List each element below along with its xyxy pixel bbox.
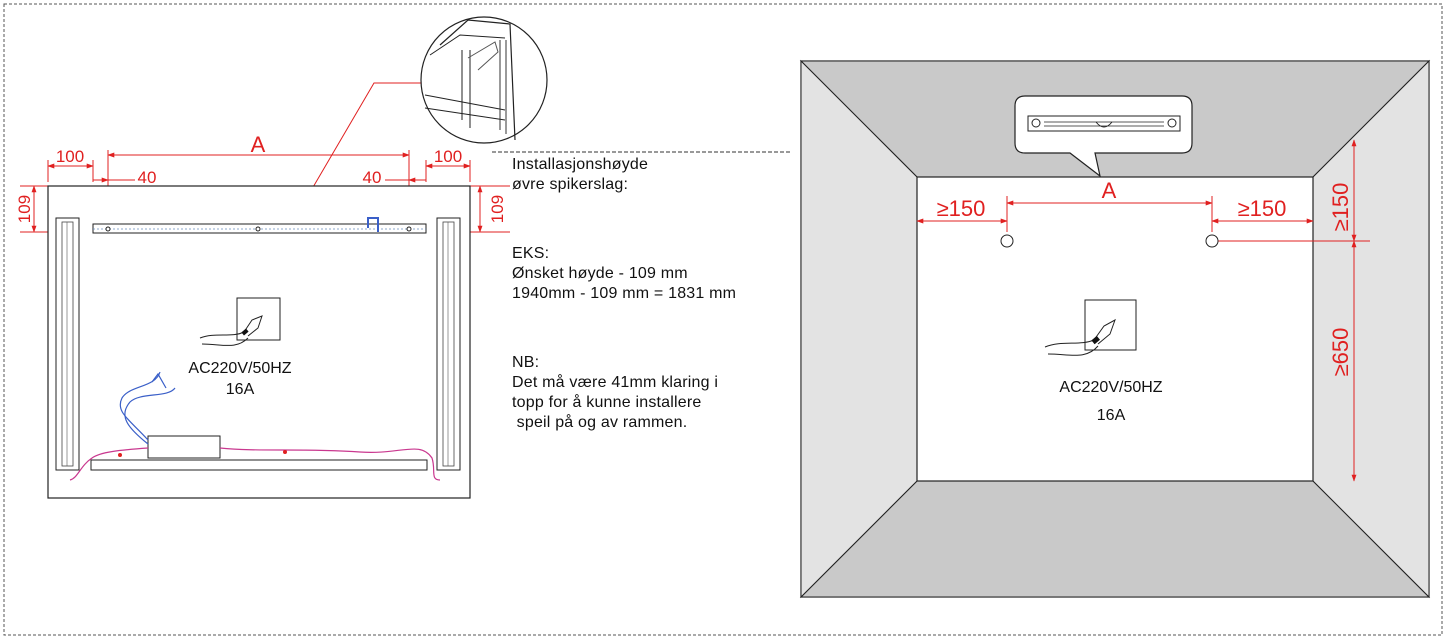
notes-nb-label: NB:	[512, 354, 540, 371]
notes-heading-line-1: Installasjonshøyde	[512, 156, 649, 173]
right-outlet-amp-label: 16A	[1097, 407, 1126, 424]
outer-dashed-border	[3, 3, 1443, 636]
right-outlet-voltage-label: AC220V/50HZ	[1059, 379, 1162, 396]
left-dim-a: A	[251, 132, 266, 157]
right-dim-150-top: ≥150	[1328, 183, 1353, 232]
notes-eks-label: EKS:	[512, 245, 550, 262]
notes-eks-line-2: 1940mm - 109 mm = 1831 mm	[512, 285, 737, 302]
led-driver	[147, 435, 221, 459]
wiring	[69, 371, 441, 481]
rail-detail-callout	[420, 16, 548, 144]
left-dim-40-left: 40	[138, 168, 157, 187]
left-outlet-amp-label: 16A	[226, 381, 255, 398]
notes-nb-line-3: speil på og av rammen.	[512, 414, 688, 431]
screw-hole-left	[1000, 234, 1014, 248]
outlet-icon	[199, 297, 281, 346]
left-dim-109-right: 109	[488, 195, 507, 223]
right-dim-a: A	[1102, 178, 1117, 203]
notes-heading-line-2: øvre spikerslag:	[512, 176, 629, 193]
left-dim-40-right: 40	[363, 168, 382, 187]
left-dim-100-right: 100	[434, 147, 462, 166]
left-dim-109-left: 109	[15, 195, 34, 223]
mirror-frame	[47, 185, 471, 499]
right-light-strip	[436, 217, 461, 471]
left-light-strip	[55, 217, 80, 471]
notes-eks-line-1: Ønsket høyde - 109 mm	[512, 265, 688, 282]
notes-nb-line-2: topp for å kunne installere	[512, 394, 702, 411]
left-dim-100-left: 100	[56, 147, 84, 166]
right-dim-650: ≥650	[1328, 328, 1353, 377]
rail-callout-bubble	[1014, 95, 1193, 178]
right-dim-150-left: ≥150	[937, 196, 986, 221]
mirror-back-view: A 100 100 40 40 109 109	[15, 16, 792, 499]
right-dim-150-right: ≥150	[1238, 196, 1287, 221]
bottom-bar	[90, 459, 428, 471]
screw-hole-right	[1205, 234, 1219, 248]
left-outlet-voltage-label: AC220V/50HZ	[188, 360, 291, 377]
wall-installation-view: A ≥150 ≥150 ≥150 ≥650 AC220V/50HZ 16A	[799, 59, 1431, 599]
right-dimension-lines	[916, 139, 1370, 482]
notes-nb-line-1: Det må være 41mm klaring i	[512, 374, 719, 391]
outlet-icon	[1044, 299, 1137, 356]
